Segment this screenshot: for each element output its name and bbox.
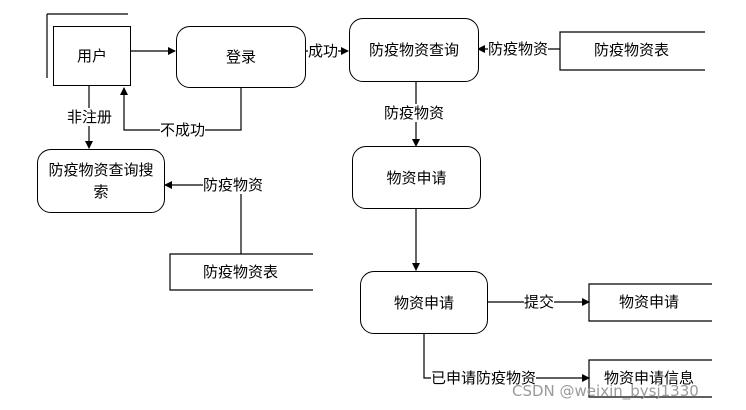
- store-apply-info: 物资申请信息: [604, 369, 695, 387]
- process-search: 防疫物资查询搜索: [37, 149, 165, 213]
- store-supplies-right: 防疫物资表: [594, 41, 670, 59]
- store-supplies-left: 防疫物资表: [203, 263, 279, 281]
- process-apply-2-label: 物资申请: [393, 293, 454, 312]
- process-login: 登录: [176, 26, 306, 88]
- store-outline-supplies-right: [559, 31, 705, 71]
- process-query-label: 防疫物资查询: [368, 41, 459, 59]
- entity-user-label: 用户: [76, 47, 107, 65]
- store-outline-apply-out: [588, 283, 712, 322]
- entity-user: 用户: [53, 26, 131, 86]
- store-outline-supplies-left: [169, 253, 313, 291]
- process-apply-2: 物资申请: [360, 271, 488, 334]
- process-apply-1-label: 物资申请: [386, 168, 447, 187]
- process-apply-1: 物资申请: [352, 146, 481, 209]
- store-outline-apply-info: [588, 359, 712, 398]
- flow-submit: 提交: [524, 293, 555, 311]
- process-search-label: 防疫物资查询搜索: [48, 161, 154, 201]
- flow-applied: 已申请防疫物资: [431, 369, 537, 387]
- flow-query-to-apply: 防疫物资: [384, 104, 445, 122]
- store-apply-out: 物资申请: [619, 293, 680, 311]
- flow-supplies-to-search: 防疫物资: [203, 176, 264, 194]
- process-query: 防疫物资查询: [349, 18, 479, 82]
- flow-unregistered: 非注册: [67, 108, 113, 126]
- flow-success: 成功: [308, 42, 339, 60]
- process-login-label: 登录: [225, 48, 256, 66]
- arrow-store-search: [164, 181, 242, 254]
- flow-fail: 不成功: [160, 121, 206, 139]
- flow-supplies-to-query: 防疫物资: [488, 40, 549, 58]
- watermark: CSDN @weixin_bysj1330: [512, 382, 699, 400]
